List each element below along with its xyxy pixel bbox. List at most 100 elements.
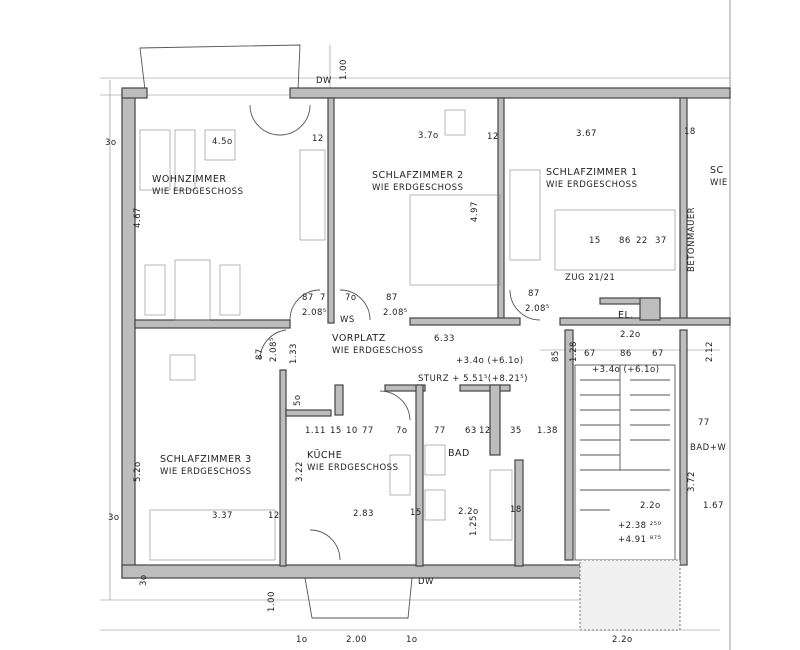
dim: 10: [346, 426, 358, 436]
dim: 87: [528, 289, 540, 299]
label-dw-bottom: DW: [418, 577, 434, 587]
room-name-schlafzimmer1: SCHLAFZIMMER 1: [546, 167, 638, 178]
dim: 12: [312, 134, 324, 144]
dim: 7: [320, 293, 326, 303]
dim: 2.08⁵: [269, 337, 279, 362]
dim: 77: [434, 426, 446, 436]
dim: 6.33: [434, 334, 455, 344]
balcony-top: [139, 44, 301, 91]
dim: 22: [636, 236, 648, 246]
label-zug: ZUG 21/21: [565, 273, 615, 283]
room-name-schlafzimmer3: SCHLAFZIMMER 3: [160, 454, 252, 465]
room-name-bad-right: BAD+W: [690, 443, 726, 453]
dim: 18: [510, 505, 522, 515]
room-name-el: EL.: [618, 310, 634, 321]
walls: [121, 87, 731, 579]
room-name-wohnzimmer: WOHNZIMMER: [152, 174, 226, 185]
dim: 2.12: [705, 341, 715, 362]
room-name-vorplatz: VORPLATZ: [332, 333, 386, 344]
dim: 77: [362, 426, 374, 436]
dim: 12: [479, 426, 491, 436]
dim: 2.2o: [612, 635, 633, 645]
dim: 1.28: [569, 341, 579, 362]
dim: 1.67: [703, 501, 724, 511]
room-note-schlafzimmer1: WIE ERDGESCHOSS: [546, 180, 637, 190]
dim: 2.08⁵: [302, 308, 327, 318]
dim: 3o: [139, 574, 149, 586]
dim: 1.00: [267, 591, 277, 612]
stair-basement-hatch: [579, 559, 681, 631]
dimension-texts: 4.5o 4.67 3o 12 3.7o 4.97 12 3.67 18 15 …: [105, 59, 724, 645]
dim: 7o: [345, 293, 357, 303]
dim: 15: [589, 236, 601, 246]
dim: 35: [510, 426, 522, 436]
label-ws: WS: [340, 315, 355, 325]
dim: 4.67: [133, 207, 143, 228]
label-level-stair: +3.4o (+6.1o): [592, 365, 660, 375]
dim: 4.5o: [212, 137, 233, 147]
room-name-bad: BAD: [448, 448, 470, 459]
dim: 3.22: [295, 461, 305, 482]
dim: 1.11: [305, 426, 326, 436]
dim: 3.7o: [418, 131, 439, 141]
room-name-kueche: KÜCHE: [307, 450, 342, 461]
dim: 15: [410, 508, 422, 518]
room-note-schlafzimmer3: WIE ERDGESCHOSS: [160, 467, 251, 477]
dim: 1.00: [339, 59, 349, 80]
dim: 2.83: [353, 509, 374, 519]
dim: 85: [551, 350, 561, 362]
balcony-bottom: [304, 577, 413, 619]
dim: 3.67: [576, 129, 597, 139]
room-note-kueche: WIE ERDGESCHOSS: [307, 463, 398, 473]
dim: 1o: [296, 635, 308, 645]
dim: 3o: [108, 513, 120, 523]
dim: 87: [255, 348, 265, 360]
furniture: [139, 109, 676, 561]
dim: 67: [652, 349, 664, 359]
dim: 3.72: [687, 471, 697, 492]
label-dw-top: DW: [316, 76, 332, 86]
dim: 77: [698, 418, 710, 428]
dim: 67: [584, 349, 596, 359]
dim: 2.08⁵: [525, 304, 550, 314]
dim: 12: [487, 132, 499, 142]
room-name-schlafzimmer2: SCHLAFZIMMER 2: [372, 170, 464, 181]
dim: 2.08⁵: [383, 308, 408, 318]
dim: 2.2o: [620, 330, 641, 340]
dim: 1.33: [289, 343, 299, 364]
dim: 87: [302, 293, 314, 303]
dim: 4.97: [470, 201, 480, 222]
dim: 1o: [406, 635, 418, 645]
dim: 87: [386, 293, 398, 303]
dim: 86: [620, 349, 632, 359]
dim: 15: [330, 426, 342, 436]
room-note-schlafzimmer-right: WIE: [710, 178, 728, 188]
label-betonmauer: BETONMAUER: [687, 207, 697, 272]
dim: 7o: [396, 426, 408, 436]
door-swings: [249, 104, 541, 561]
dim: 3.37: [212, 511, 233, 521]
dim: 86: [619, 236, 631, 246]
label-sturz: STURZ + 5.51⁵(+8.21⁵): [418, 374, 528, 384]
room-note-vorplatz: WIE ERDGESCHOSS: [332, 346, 423, 356]
dim: 37: [655, 236, 667, 246]
dim: 2.2o: [640, 501, 661, 511]
dim: 18: [684, 127, 696, 137]
dim: 1.25: [469, 515, 479, 536]
dim: 5.2o: [133, 461, 143, 482]
dim: 63: [465, 426, 477, 436]
dim: 3o: [105, 138, 117, 148]
label-stair-a: +2.38 ²⁵⁰: [618, 521, 662, 531]
room-note-wohnzimmer: WIE ERDGESCHOSS: [152, 187, 243, 197]
dim: 2.2o: [458, 507, 479, 517]
label-stair-b: +4.91 ⁸⁷⁵: [618, 535, 661, 545]
dim: 2.00: [346, 635, 367, 645]
dim: 5o: [293, 394, 303, 406]
dim: 1.38: [537, 426, 558, 436]
dim: 12: [268, 511, 280, 521]
room-note-schlafzimmer2: WIE ERDGESCHOSS: [372, 183, 463, 193]
label-level: +3.4o (+6.1o): [456, 356, 524, 366]
room-name-schlafzimmer-right: SC: [710, 165, 724, 176]
staircase: [574, 364, 676, 561]
